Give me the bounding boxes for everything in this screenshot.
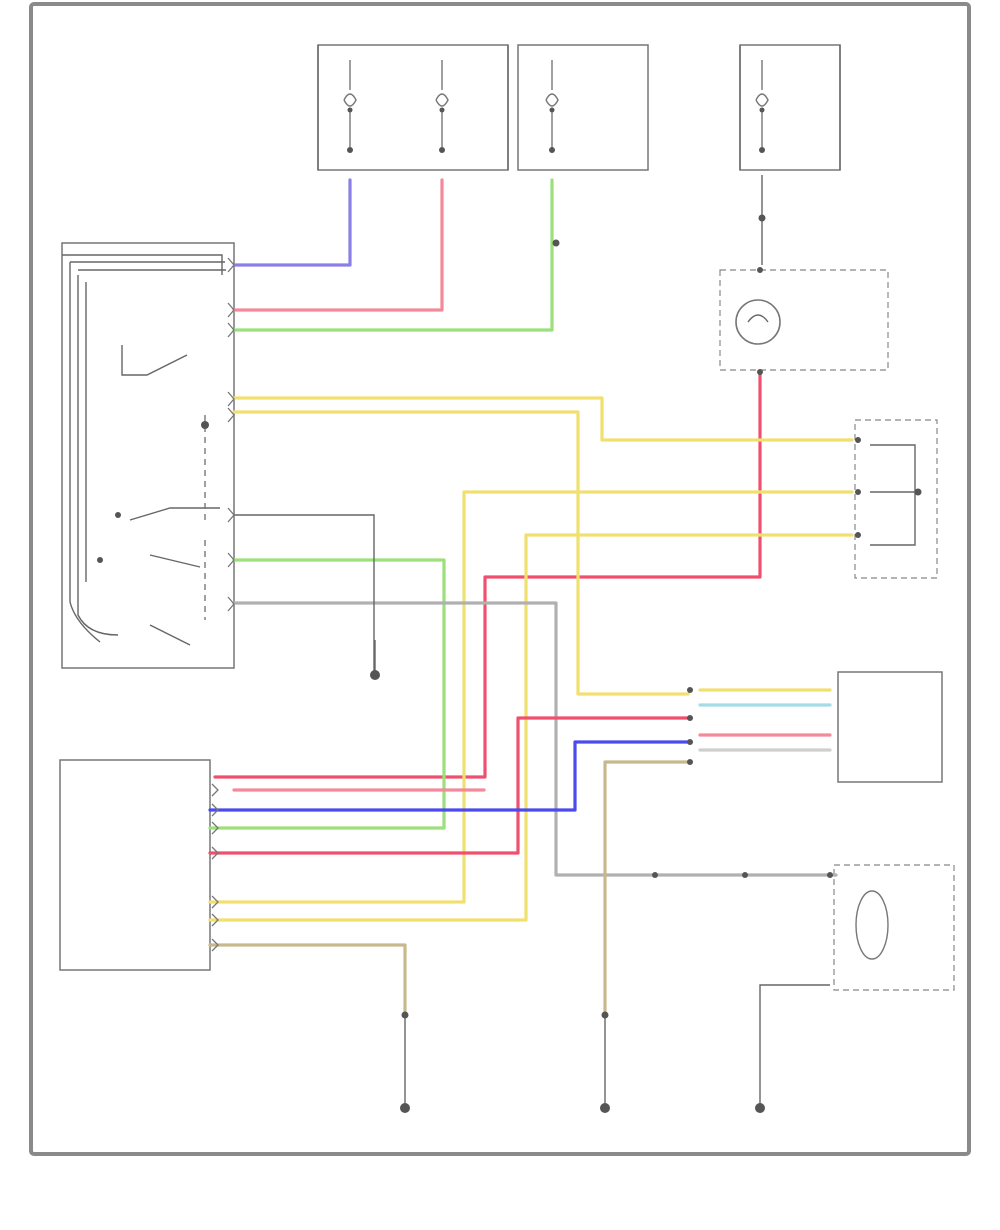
- control-module-pin-markers: [211, 783, 219, 952]
- wire-blue: [208, 740, 692, 812]
- fuse-box-1: [317, 44, 509, 171]
- component-element: [855, 890, 889, 960]
- lamp-icon: [735, 299, 781, 345]
- fuse-box-2: [517, 44, 649, 171]
- wire-pink-top: [232, 178, 444, 312]
- wire-tan-1: [208, 943, 407, 1017]
- ground-icon: [400, 1103, 410, 1113]
- wire-yellow-4: [208, 533, 854, 922]
- ground-icon: [600, 1103, 610, 1113]
- wire-tan-2: [603, 760, 692, 1019]
- outer-frame: [29, 2, 971, 1156]
- wire-yellow-2: [232, 410, 690, 696]
- wire-green-top: [232, 178, 554, 332]
- ground-wire-3: [759, 984, 830, 1110]
- sensor-connector-box: [854, 419, 938, 579]
- lamp-filament: [747, 314, 769, 323]
- wire-violet: [233, 178, 352, 267]
- ground-icons: [370, 670, 765, 1113]
- ground-icon: [755, 1103, 765, 1113]
- control-module-box: [59, 759, 211, 971]
- lamp-box: [719, 269, 889, 371]
- switch-blade-2: [129, 507, 220, 646]
- switch-pivot: [201, 421, 209, 429]
- wire-yellow-1: [232, 396, 854, 442]
- fuse-box-3: [739, 44, 841, 171]
- switch-pin-markers: [227, 257, 235, 612]
- wire-gray-mid: [232, 601, 838, 877]
- wire-green-mid: [208, 558, 446, 830]
- wire-red-lamp: [213, 370, 762, 779]
- wire-gray-thin: [234, 514, 375, 675]
- sensor-connector-inner: [870, 444, 920, 546]
- connector-dots: [97, 214, 861, 1019]
- fuse-dots: [347, 107, 765, 153]
- wire-yellow-3: [208, 490, 854, 904]
- switch-blade-1: [121, 345, 188, 376]
- wire-red-module: [208, 716, 692, 855]
- fuse-symbols: [343, 60, 769, 150]
- sensor-node: [914, 488, 922, 496]
- bottom-right-component: [833, 864, 955, 991]
- switch-assembly-inner: [62, 254, 226, 643]
- switch-assembly-box: [61, 242, 235, 669]
- ground-icon: [370, 670, 380, 680]
- module-box-right: [837, 671, 943, 783]
